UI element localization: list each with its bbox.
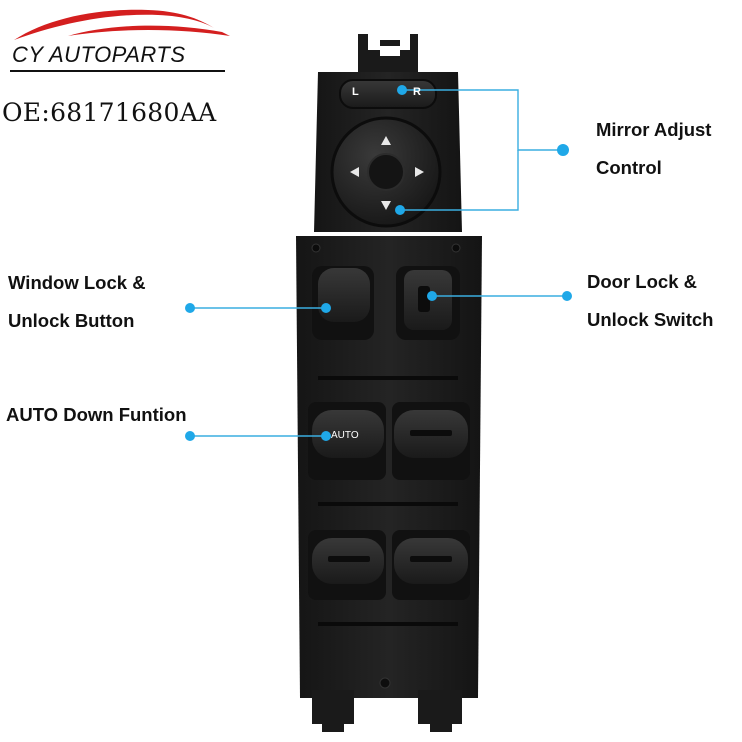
mirror-callout-line [400,89,560,211]
mirror-adjust-line2: Control [596,157,662,178]
dot [185,431,195,441]
auto-down-label: AUTO Down Funtion [6,396,187,434]
dot [185,303,195,313]
window-lock-line1: Window Lock & [8,272,146,293]
arrow-left-icon [350,167,359,177]
arrow-right-icon [415,167,424,177]
bottom-right-tab [418,690,462,732]
brand-name: CY AUTOPARTS [12,42,186,67]
dot [427,291,437,301]
brand-underline [10,70,225,72]
arrow-down-icon [381,201,391,210]
top-mounting-clip [358,34,418,72]
mirror-left-label: L [352,86,359,98]
window-lock-label: Window Lock & Unlock Button [8,264,146,340]
dot [321,431,331,441]
car-silhouette-icon [14,9,230,40]
door-lock-line2: Unlock Switch [587,309,714,330]
arrow-up-icon [381,136,391,145]
door-lock-label: Door Lock & Unlock Switch [587,263,713,339]
dot [562,291,572,301]
dot [395,205,405,215]
bottom-left-tab [312,690,354,732]
mirror-adjust-label: Mirror Adjust Control [596,111,711,187]
dot [397,85,407,95]
mirror-right-label: R [413,86,421,98]
dot [557,144,569,156]
door-lock-line1: Door Lock & [587,271,697,292]
auto-label: AUTO [331,430,359,441]
mirror-adjust-line1: Mirror Adjust [596,119,712,140]
auto-down-line1: AUTO Down Funtion [6,404,187,425]
mirror-selector-switch [339,79,437,109]
part-number: OE:68171680AA [2,98,217,127]
dot [321,303,331,313]
window-lock-line2: Unlock Button [8,310,135,331]
